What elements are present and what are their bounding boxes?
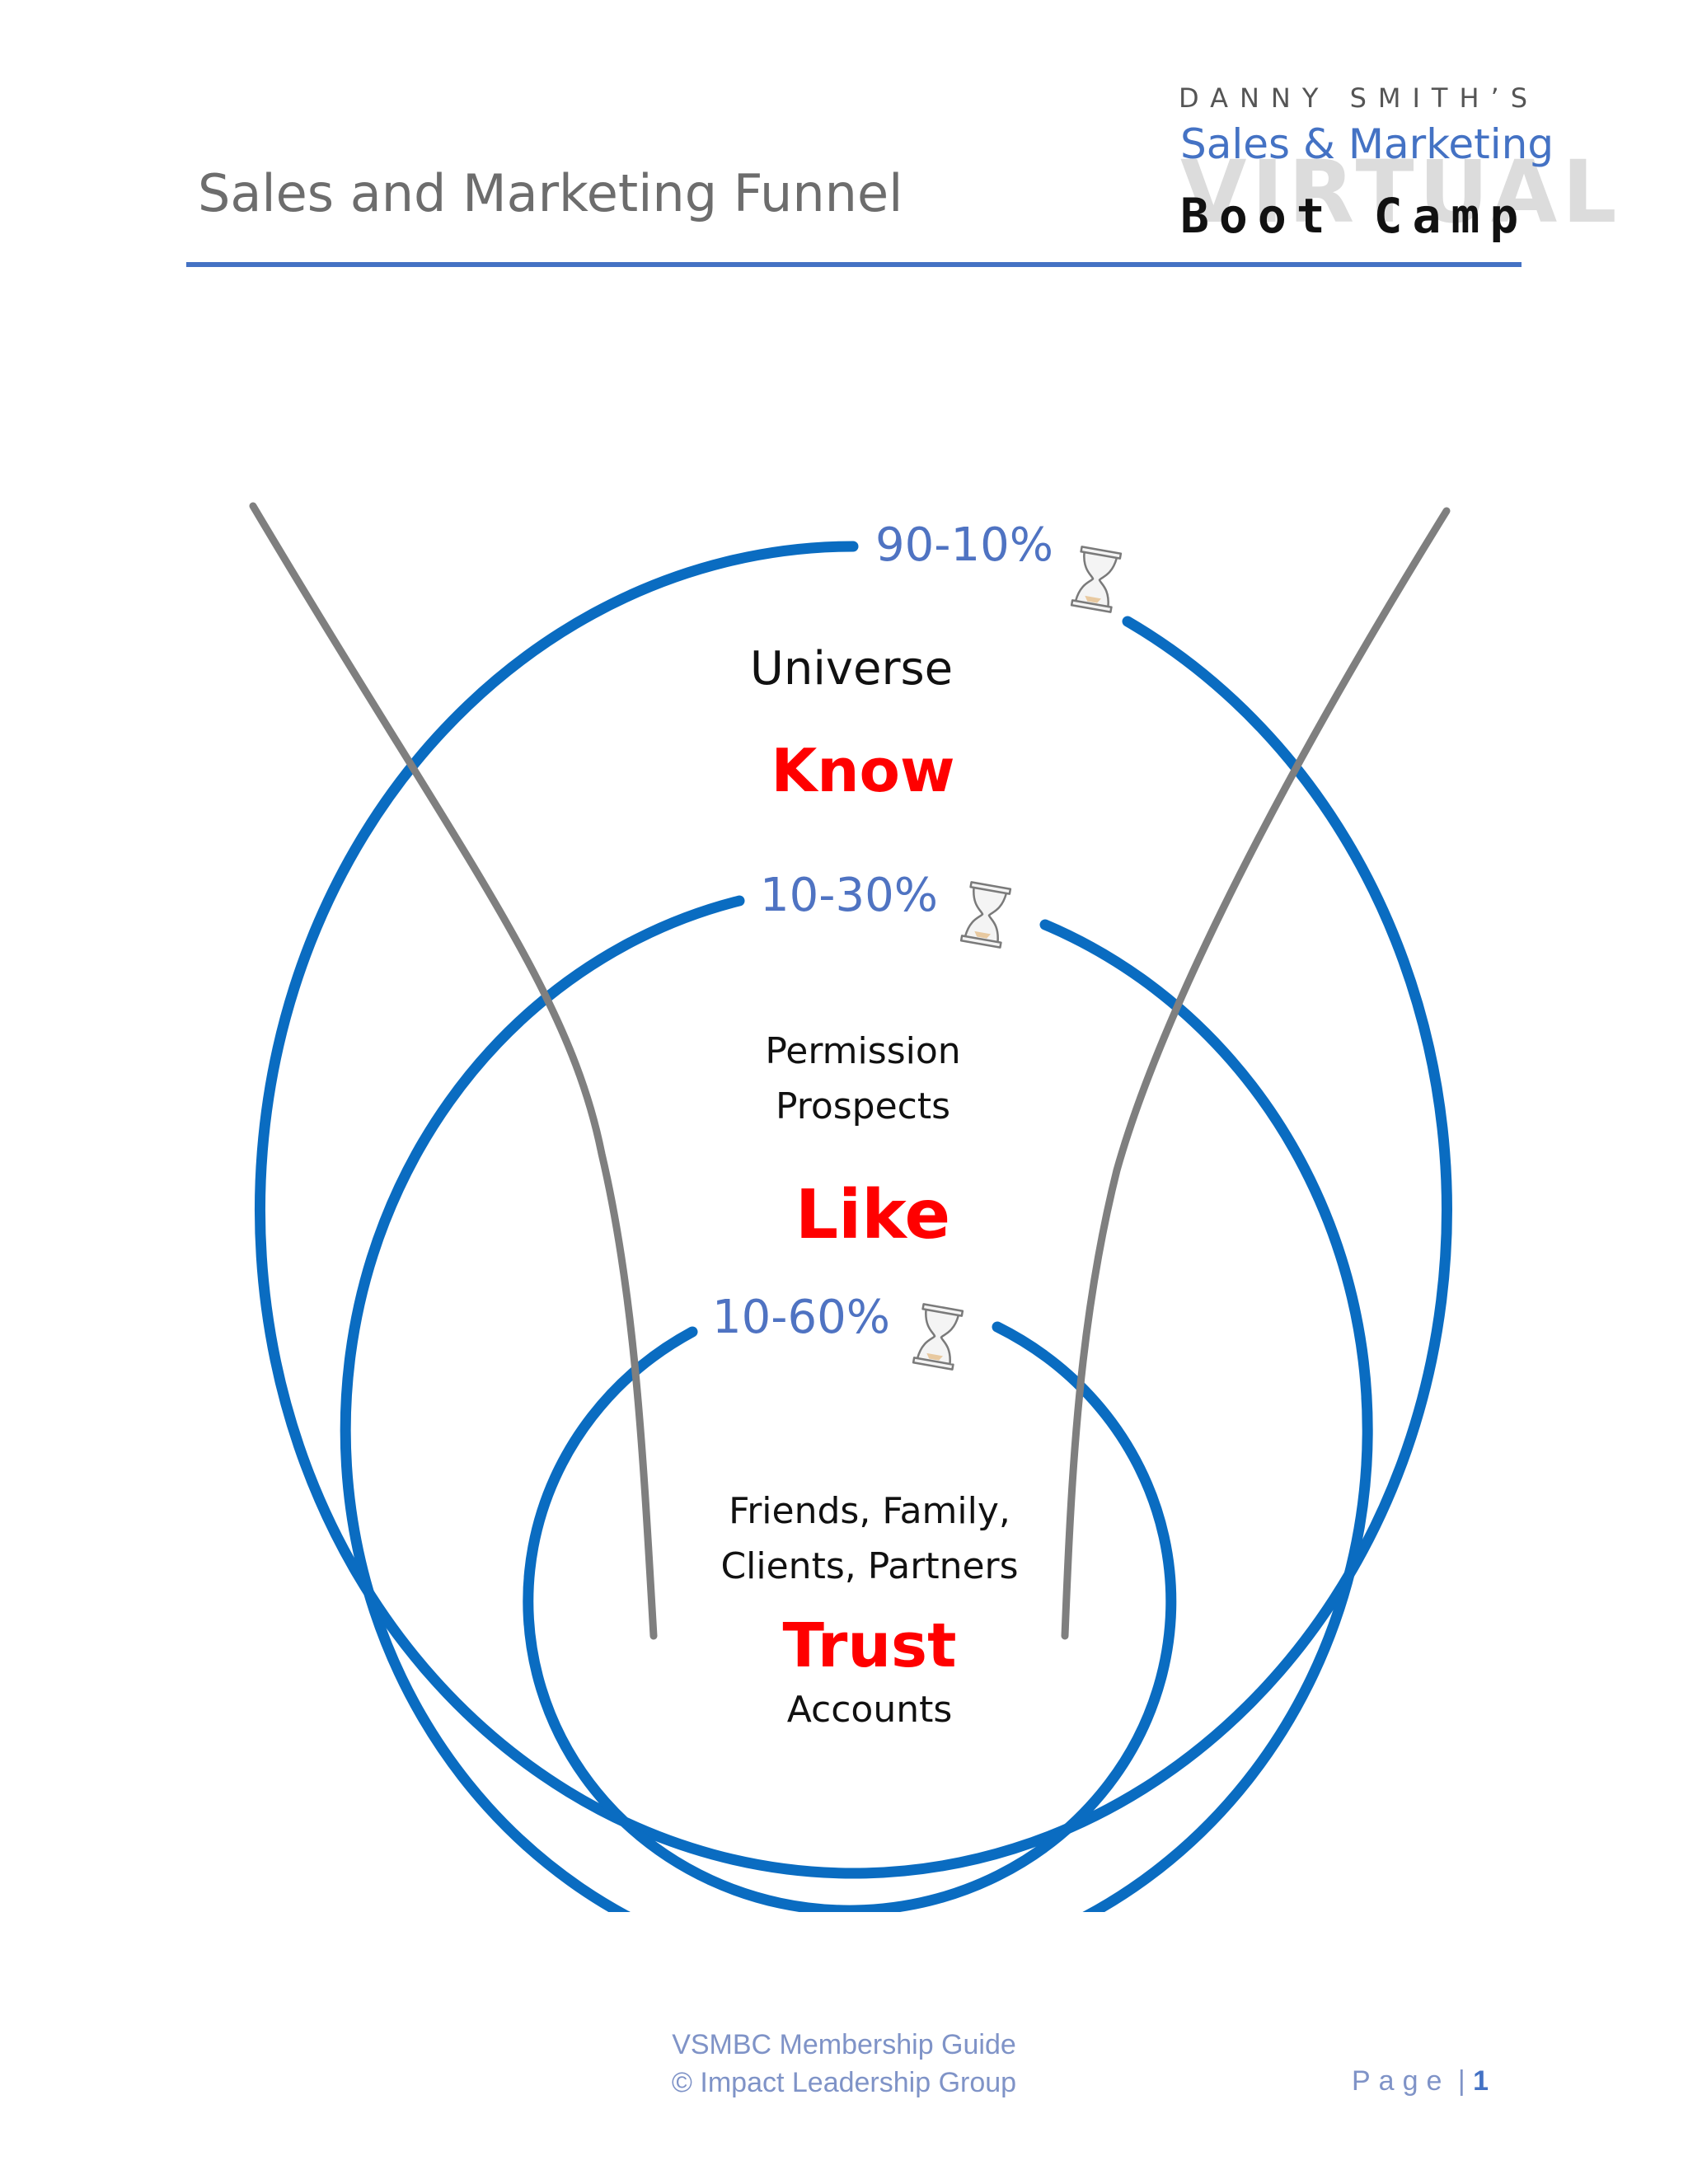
sublevel-label-accounts: Accounts [787,1689,953,1731]
logo-product: Boot Camp [1180,188,1529,244]
ring-outer [255,541,1452,1879]
brand-logo: DANNY SMITH’S VIRTUAL Sales & Marketing … [1179,82,1617,255]
stage-label-prospects: Prospects [776,1085,950,1127]
stage-label-friends: Friends, Family, [729,1490,1010,1532]
hourglass-icon [912,1303,964,1371]
page-indicator: Page | 1 [1352,2065,1489,2097]
page-number: 1 [1473,2065,1489,2097]
stage-label-clients: Clients, Partners [720,1545,1018,1587]
rate-label-inner: 10-60% [712,1291,890,1344]
logo-byline: DANNY SMITH’S [1179,82,1540,114]
footer-guide-title: VSMBC Membership Guide [672,2029,1016,2060]
hourglass-icon [1070,546,1123,613]
header-divider [186,262,1522,267]
rate-label-middle: 10-30% [760,869,938,922]
hourglass-icon [959,881,1012,949]
rate-label-outer: 90-10% [875,518,1053,572]
page-separator: | [1457,2065,1465,2097]
footer-copyright: © Impact Leadership Group [671,2067,1017,2098]
level-label-like: Like [795,1176,950,1254]
level-label-know: Know [771,736,954,805]
funnel-diagram: 90-10% Universe Know 10-30% Permission P… [249,502,1452,1912]
funnel-left-line [249,502,658,1640]
stage-label-permission: Permission [765,1030,960,1072]
stage-label-universe: Universe [750,642,953,696]
page-word: Page [1352,2065,1451,2097]
ring-inner [523,1321,1177,1912]
funnel-right-line [1061,507,1451,1640]
logo-brand: Sales & Marketing [1180,120,1554,168]
level-label-trust: Trust [783,1610,957,1681]
ring-middle [340,895,1373,1912]
page-title: Sales and Marketing Funnel [198,163,903,223]
logo-watermark: VIRTUAL [1180,142,1622,242]
